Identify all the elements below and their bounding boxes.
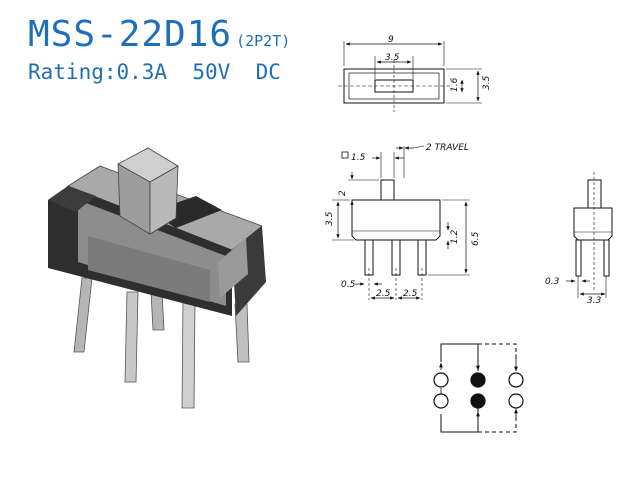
dim-top-width: 9 xyxy=(388,35,394,45)
contact-open-icon xyxy=(433,372,449,388)
front-view-drawing xyxy=(332,145,470,300)
dim-top-depth: 3.5 xyxy=(482,75,492,90)
contact-open-icon xyxy=(508,372,524,388)
dim-knob-height: 2 xyxy=(338,190,348,196)
product-title: MSS-22D16(2P2T) xyxy=(28,14,290,55)
dim-pin-exposed: 1.2 xyxy=(450,229,460,244)
dim-pin-thickness: 0.3 xyxy=(545,277,560,287)
square-symbol-icon xyxy=(341,151,349,159)
circuit-contacts xyxy=(433,372,524,409)
electrical-rating: Rating:0.3A 50V DC xyxy=(28,60,281,84)
dim-travel: 2 TRAVEL xyxy=(426,143,469,153)
switch-3d-illustration xyxy=(48,147,266,409)
dim-top-slot: 3.5 xyxy=(385,53,400,63)
slide-actuator xyxy=(117,147,179,235)
contact-open-icon xyxy=(508,393,524,409)
dim-pitch-right: 2.5 xyxy=(403,289,418,299)
model-number: MSS-22D16 xyxy=(28,14,233,55)
top-view-drawing xyxy=(338,41,482,112)
dim-top-inner: 1.6 xyxy=(450,77,460,92)
dim-pin-width: 0.5 xyxy=(341,280,356,290)
dim-pin-length: 6.5 xyxy=(471,231,481,246)
contact-common-icon xyxy=(470,372,486,388)
dim-knob-width: 1.5 xyxy=(351,153,366,163)
dim-pitch-left: 2.5 xyxy=(376,289,391,299)
contact-common-icon xyxy=(470,393,486,409)
pole-configuration: (2P2T) xyxy=(236,32,291,50)
contact-open-icon xyxy=(433,393,449,409)
side-view-drawing xyxy=(566,172,613,298)
dim-body-height: 3.5 xyxy=(325,211,335,226)
circuit-diagram xyxy=(439,343,518,433)
dim-row-spacing: 3.3 xyxy=(587,296,602,306)
